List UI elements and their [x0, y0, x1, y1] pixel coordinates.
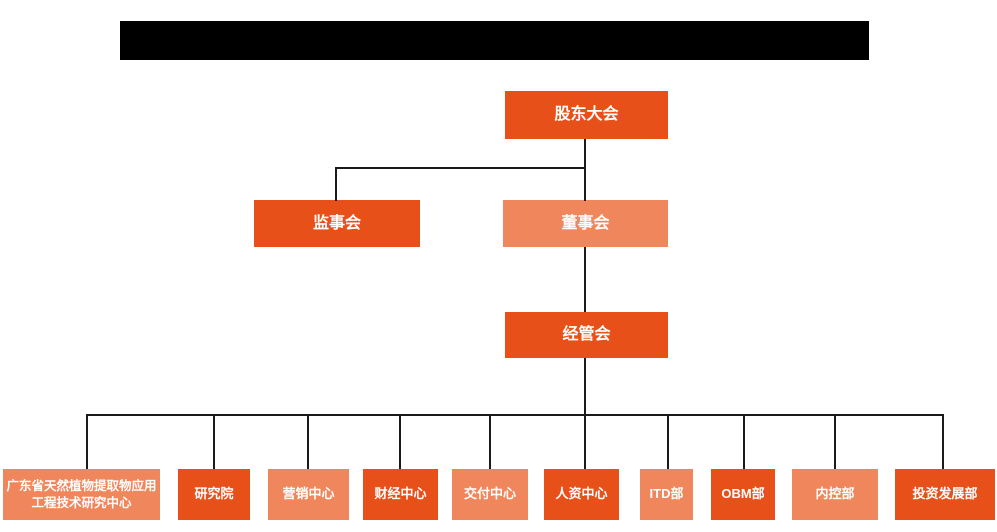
node-dept-marketing-center: 营销中心 [268, 469, 349, 520]
connector-line [87, 414, 944, 416]
connector-line [86, 414, 88, 469]
node-dept-research-institute: 研究院 [178, 469, 250, 520]
redacted-title-bar [120, 21, 869, 60]
node-dept-itd: ITD部 [640, 469, 693, 520]
connector-line [307, 414, 309, 469]
connector-line [336, 167, 586, 169]
connector-line [834, 414, 836, 469]
connector-line [399, 414, 401, 469]
connector-line [667, 414, 669, 469]
connector-line [213, 414, 215, 469]
node-dept-hr-center: 人资中心 [544, 469, 619, 520]
node-dept-obm: OBM部 [711, 469, 775, 520]
node-dept-finance-center: 财经中心 [363, 469, 438, 520]
connector-line [743, 414, 745, 469]
node-shareholders-meeting: 股东大会 [505, 91, 668, 139]
node-supervisory-board: 监事会 [254, 200, 420, 247]
connector-line [942, 414, 944, 469]
node-dept-investment-development: 投资发展部 [895, 469, 995, 520]
node-dept-research-center: 广东省天然植物提取物应用工程技术研究中心 [3, 469, 160, 520]
connector-line [489, 414, 491, 469]
node-management-committee: 经管会 [505, 312, 668, 358]
node-dept-internal-control: 内控部 [792, 469, 878, 520]
connector-line [584, 139, 586, 201]
connector-line [584, 358, 586, 469]
connector-line [584, 247, 586, 312]
node-board-of-directors: 董事会 [503, 200, 668, 247]
node-dept-delivery-center: 交付中心 [452, 469, 528, 520]
connector-line [335, 167, 337, 201]
